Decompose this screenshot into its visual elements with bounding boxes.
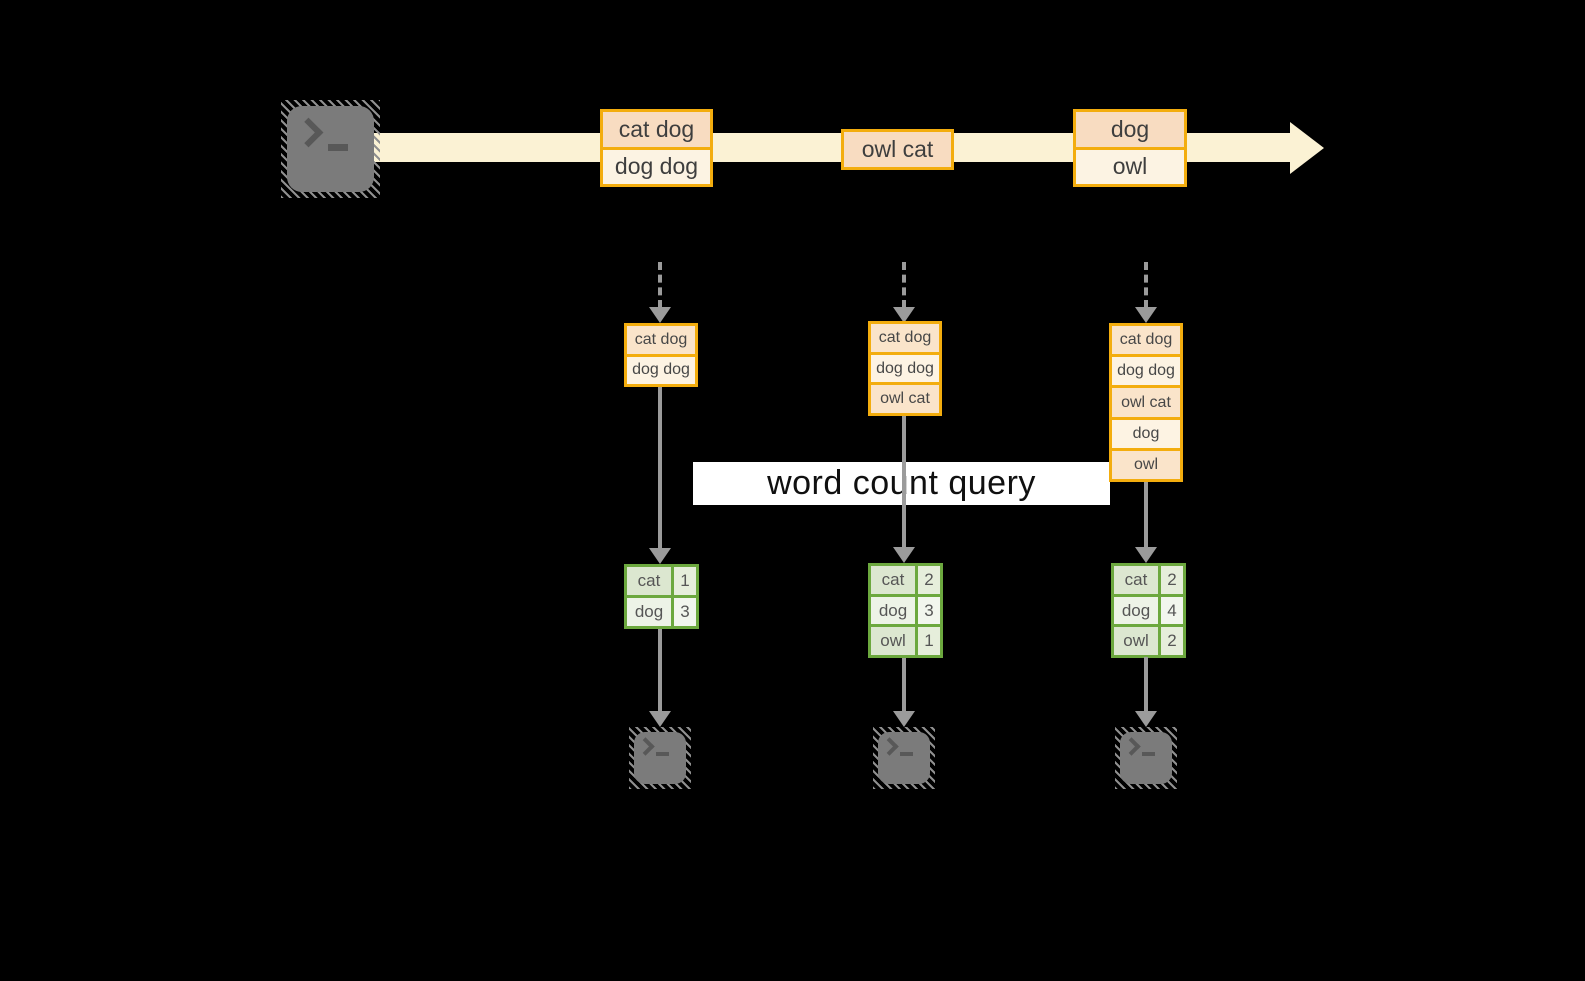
stack-record: owl	[1112, 447, 1180, 480]
query-arrowhead-1	[649, 548, 671, 564]
stream-band-arrowhead-icon	[1290, 122, 1324, 174]
stack-record: owl cat	[871, 382, 939, 414]
sink-terminal-icon-3	[1115, 727, 1177, 789]
ingest-arrowhead-3	[1135, 307, 1157, 323]
query-connector-1	[658, 387, 662, 548]
sink-connector-1	[658, 629, 662, 711]
timeline-message-2: owl cat	[841, 129, 954, 170]
sink-arrowhead-2	[893, 711, 915, 727]
message-line: owl	[1076, 146, 1184, 184]
count-value: 1	[671, 567, 696, 595]
count-word: dog	[1114, 596, 1158, 625]
count-row: cat 2	[1114, 566, 1183, 594]
stack-record: cat dog	[871, 324, 939, 352]
count-table-3: cat 2 dog 4 owl 2	[1111, 563, 1186, 658]
stack-record: cat dog	[627, 326, 695, 354]
count-row: owl 1	[871, 624, 940, 656]
ingest-dashed-arrow-2	[902, 262, 906, 308]
sink-connector-3	[1144, 657, 1148, 711]
count-value: 2	[1158, 627, 1183, 656]
terminal-body	[1120, 732, 1172, 784]
stack-record: owl cat	[1112, 385, 1180, 417]
count-row: dog 3	[627, 595, 696, 626]
sink-connector-2	[902, 658, 906, 711]
sink-terminal-icon-2	[873, 727, 935, 789]
timeline-message-3: dog owl	[1073, 109, 1187, 187]
record-stack-1: cat dog dog dog	[624, 323, 698, 387]
count-row: owl 2	[1114, 624, 1183, 656]
query-connector-3	[1144, 482, 1148, 547]
terminal-body	[878, 732, 930, 784]
count-word: cat	[627, 567, 671, 595]
record-stack-2: cat dog dog dog owl cat	[868, 321, 942, 416]
count-value: 1	[915, 627, 940, 656]
count-row: dog 3	[871, 593, 940, 625]
count-row: dog 4	[1114, 593, 1183, 625]
terminal-body	[634, 732, 686, 784]
terminal-cursor-icon	[900, 752, 913, 756]
record-stack-3: cat dog dog dog owl cat dog owl	[1109, 323, 1183, 482]
query-banner: word count query	[693, 462, 1110, 505]
count-table-2: cat 2 dog 3 owl 1	[868, 563, 943, 658]
count-word: owl	[1114, 627, 1158, 656]
stack-record: dog dog	[1112, 354, 1180, 386]
ingest-dashed-arrow-3	[1144, 262, 1148, 308]
message-line: dog	[1076, 112, 1184, 147]
terminal-cursor-icon	[328, 144, 348, 151]
stack-record: dog	[1112, 416, 1180, 448]
count-value: 2	[1158, 566, 1183, 594]
ingest-arrowhead-2	[893, 307, 915, 323]
count-value: 3	[671, 598, 696, 626]
stack-record: dog dog	[627, 353, 695, 384]
sink-arrowhead-3	[1135, 711, 1157, 727]
terminal-cursor-icon	[1142, 752, 1155, 756]
count-table-1: cat 1 dog 3	[624, 564, 699, 629]
timeline-message-1: cat dog dog dog	[600, 109, 713, 187]
stack-record: dog dog	[871, 351, 939, 383]
count-word: dog	[627, 598, 671, 626]
message-line: owl cat	[844, 132, 951, 167]
message-line: cat dog	[603, 112, 710, 147]
count-row: cat 1	[627, 567, 696, 595]
query-arrowhead-3	[1135, 547, 1157, 563]
query-connector-2	[902, 416, 906, 547]
message-line: dog dog	[603, 146, 710, 184]
sink-terminal-icon-1	[629, 727, 691, 789]
count-value: 3	[915, 596, 940, 625]
query-arrowhead-2	[893, 547, 915, 563]
ingest-arrowhead-1	[649, 307, 671, 323]
count-word: cat	[871, 566, 915, 594]
source-terminal-icon	[281, 100, 380, 198]
count-value: 2	[915, 566, 940, 594]
count-word: dog	[871, 596, 915, 625]
terminal-cursor-icon	[656, 752, 669, 756]
count-word: owl	[871, 627, 915, 656]
count-value: 4	[1158, 596, 1183, 625]
count-row: cat 2	[871, 566, 940, 594]
count-word: cat	[1114, 566, 1158, 594]
ingest-dashed-arrow-1	[658, 262, 662, 308]
sink-arrowhead-1	[649, 711, 671, 727]
stack-record: cat dog	[1112, 326, 1180, 355]
